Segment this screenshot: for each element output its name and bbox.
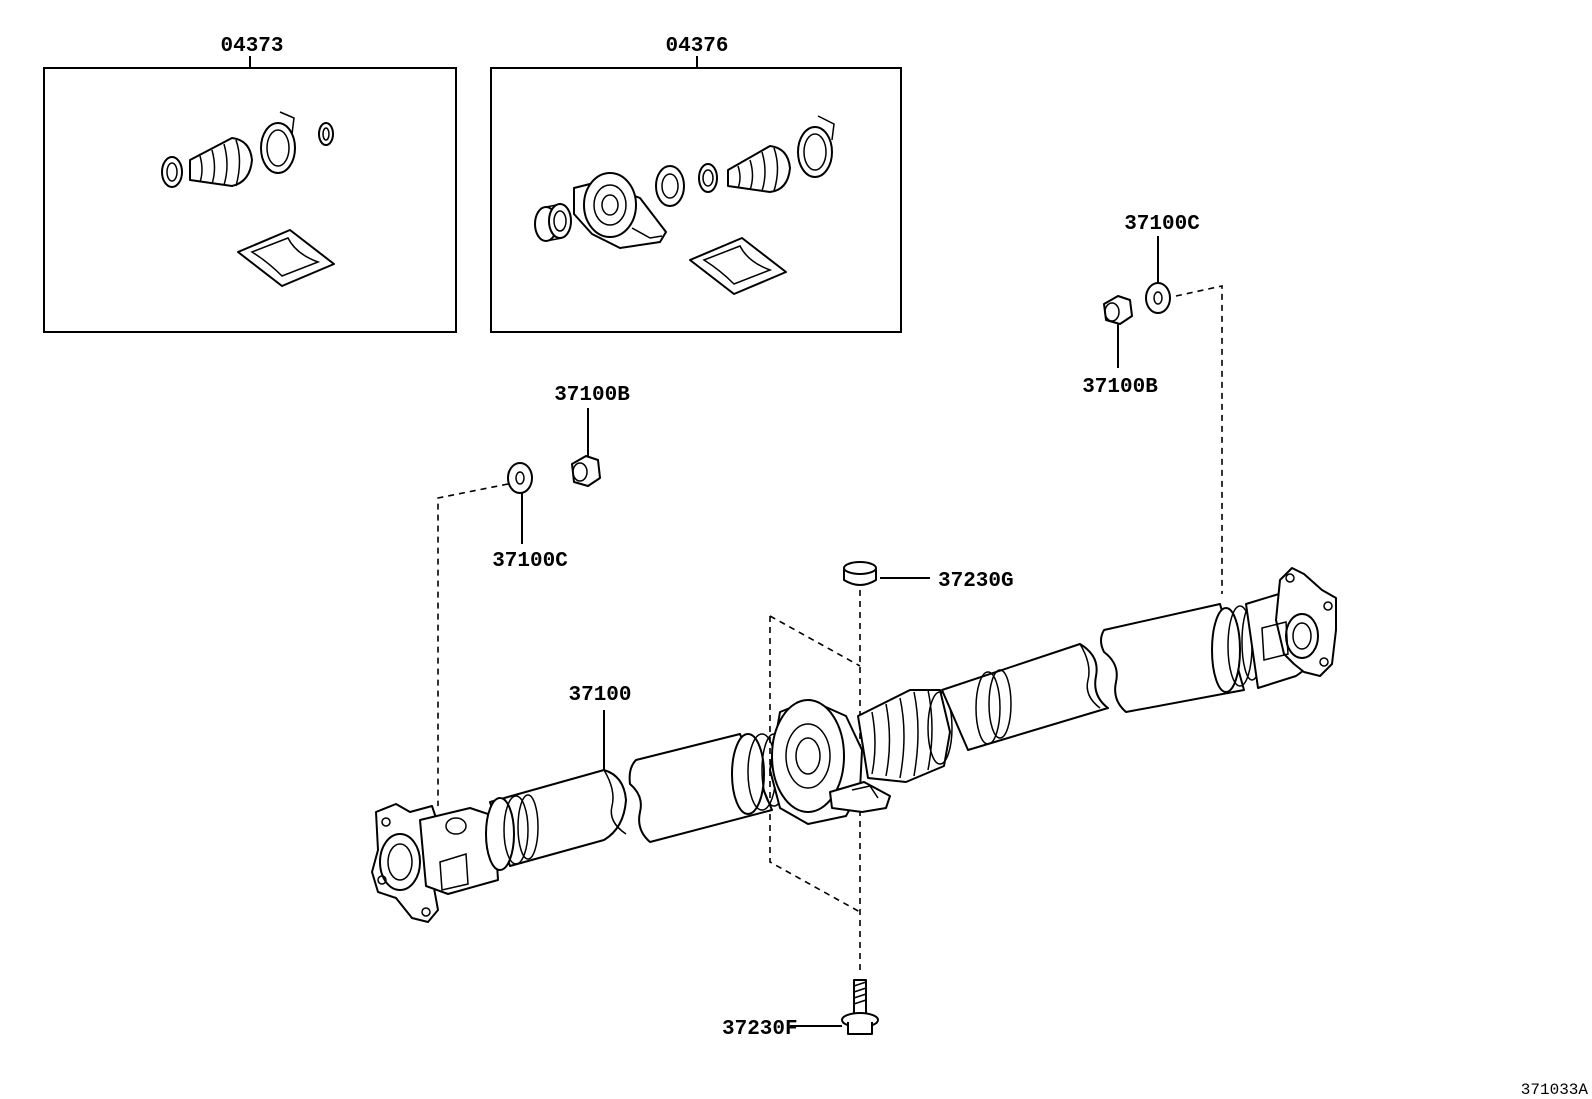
callout-37100b-right: 37100B xyxy=(1082,376,1158,399)
kit-04373-label: 04373 xyxy=(220,35,283,58)
boot-bellows-icon xyxy=(189,137,253,187)
right-washer-37100c xyxy=(1145,236,1171,314)
left-yoke-flange xyxy=(371,803,499,923)
left-mount-dashed-line xyxy=(437,483,509,806)
callout-37230g: 37230G xyxy=(938,570,1014,593)
clamp-band-icon xyxy=(797,115,835,178)
boot-bellows-icon xyxy=(727,145,791,193)
right-nut-37100b xyxy=(1103,295,1133,368)
small-clamp-icon xyxy=(698,163,718,193)
left-tube-section xyxy=(489,769,627,867)
clamp-band-icon xyxy=(260,111,296,174)
kit-04376-label: 04376 xyxy=(665,35,728,58)
right-tube-section-b xyxy=(1100,603,1245,713)
callout-37100b-left: 37100B xyxy=(554,384,630,407)
snap-ring-icon xyxy=(318,122,334,146)
cushion-37230g xyxy=(843,561,930,586)
kit-box-04373: 04373 xyxy=(43,35,457,333)
left-washer-37100c xyxy=(507,462,533,544)
bolt-37230f xyxy=(790,979,879,1035)
propeller-shaft-37100 xyxy=(371,567,1337,923)
right-mount-dashed-line xyxy=(1175,285,1223,594)
right-yoke-flange xyxy=(1245,567,1337,689)
callout-37100c-left: 37100C xyxy=(492,550,568,573)
left-nut-37100b xyxy=(571,408,601,487)
grease-packet-icon xyxy=(237,229,335,287)
center-support-bearing xyxy=(769,699,891,825)
grease-packet-icon xyxy=(689,237,787,295)
callout-37230f: 37230F xyxy=(722,1018,798,1041)
bearing-ring-icon xyxy=(655,165,685,207)
callout-37100: 37100 xyxy=(568,684,631,707)
dust-cover-icon xyxy=(534,203,572,242)
clamp-ring-icon xyxy=(161,156,183,188)
bearing-bracket-dashed-frame xyxy=(769,615,861,913)
callout-37100c-right: 37100C xyxy=(1124,213,1200,236)
kit-box-04376: 04376 xyxy=(490,35,902,333)
right-tube-section-a xyxy=(941,643,1109,751)
center-bearing-icon xyxy=(573,172,667,249)
figure-code: 371033A xyxy=(1521,1081,1589,1099)
